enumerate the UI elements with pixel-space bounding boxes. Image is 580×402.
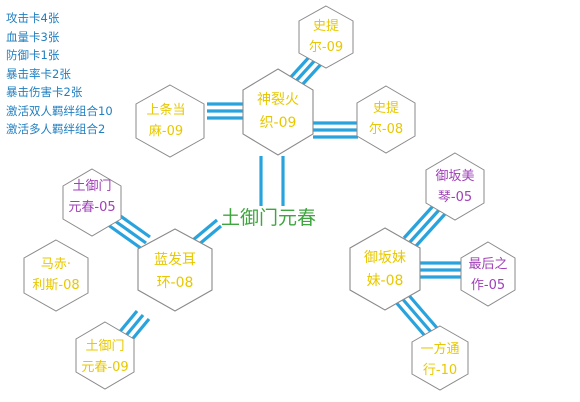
card-label-motoharu-05: 土御门 元春-05 [68, 176, 115, 218]
hex-last-order[interactable] [460, 241, 516, 307]
card-label-accelerator: 一方通 行-10 [420, 339, 459, 381]
card-name-line: 行-10 [422, 363, 458, 378]
card-name-line: 环-08 [156, 275, 194, 291]
card-name-line: 史提 [312, 19, 340, 34]
card-label-misaka-mikoto: 御坂美 琴-05 [435, 166, 474, 208]
link-imouto-accelerator [392, 290, 439, 338]
hex-misaka-imouto[interactable] [349, 227, 421, 311]
hex-right-mid[interactable] [356, 85, 416, 154]
card-label-left-mid: 上条当 麻-09 [146, 100, 185, 142]
card-label-motoharu-09: 土御门 元春-09 [81, 336, 128, 378]
hex-motoharu-09[interactable] [75, 321, 135, 390]
card-name-line: 利斯-08 [32, 278, 80, 293]
card-name-line: 元春-09 [81, 360, 129, 375]
card-label-top-right: 史提 尔-09 [309, 16, 343, 58]
card-name-line: 琴-05 [437, 190, 473, 205]
link-imouto-lastorder [418, 261, 462, 279]
card-name-line: 一方通 [420, 342, 460, 357]
card-name-line: 土御门 [85, 339, 125, 354]
team-title: 土御门元春 [221, 207, 317, 229]
link-center-right [313, 121, 358, 139]
hex-blue-hair[interactable] [137, 228, 213, 312]
card-name-line: 神裂火 [257, 92, 299, 108]
card-name-line: 妹-08 [366, 273, 404, 289]
hex-left-mid[interactable] [135, 84, 205, 158]
card-name-line: 最后之 [468, 257, 508, 272]
card-name-line: 史提 [372, 101, 400, 116]
bonus-item: 防御卡1张 [6, 48, 60, 62]
card-name-line: 元春-05 [68, 200, 116, 215]
card-label-last-order: 最后之 作-05 [468, 254, 507, 296]
card-label-center-main: 神裂火 织-09 [257, 89, 299, 135]
card-name-line: 尔-09 [308, 40, 344, 55]
card-label-blue-hair: 蓝发耳 环-08 [154, 249, 196, 295]
bonus-item: 暴击伤害卡2张 [6, 85, 83, 99]
hex-matsuri[interactable] [23, 239, 89, 312]
card-name-line: 尔-08 [368, 122, 404, 137]
bonus-item: 暴击率卡2张 [6, 66, 71, 81]
card-label-matsuri: 马赤· 利斯-08 [32, 254, 79, 296]
card-name-line: 御坂妹 [364, 250, 406, 266]
bonus-item: 激活双人羁绊组合10 [6, 103, 113, 118]
card-name-line: 织-09 [259, 115, 297, 131]
hex-top-right[interactable] [298, 5, 354, 69]
bonus-item: 激活多人羁绊组合2 [6, 122, 106, 136]
link-center-left [207, 102, 245, 120]
card-name-line: 麻-09 [148, 124, 184, 139]
card-name-line: 御坂美 [435, 169, 475, 184]
card-name-line: 作-05 [470, 278, 506, 293]
card-name-line: 上条当 [146, 103, 186, 118]
hex-center-main[interactable] [242, 68, 314, 156]
link-mikoto-imouto [402, 204, 447, 248]
link-center-title [259, 156, 285, 206]
hex-motoharu-05[interactable] [62, 168, 122, 237]
hex-misaka-mikoto[interactable] [425, 152, 485, 221]
card-name-line: 土御门 [72, 179, 112, 194]
hex-accelerator[interactable] [411, 325, 469, 391]
card-label-misaka-imouto: 御坂妹 妹-08 [364, 247, 406, 293]
bonus-item: 血量卡3张 [6, 29, 60, 44]
card-name-line: 马赤· [40, 257, 72, 272]
card-label-right-mid: 史提 尔-08 [369, 98, 403, 140]
bonus-item: 攻击卡4张 [6, 11, 60, 25]
bonus-summary-list: 攻击卡4张 血量卡3张 防御卡1张 暴击率卡2张 暴击伤害卡2张 激活双人羁绊组… [6, 9, 113, 139]
card-name-line: 蓝发耳 [154, 252, 196, 268]
